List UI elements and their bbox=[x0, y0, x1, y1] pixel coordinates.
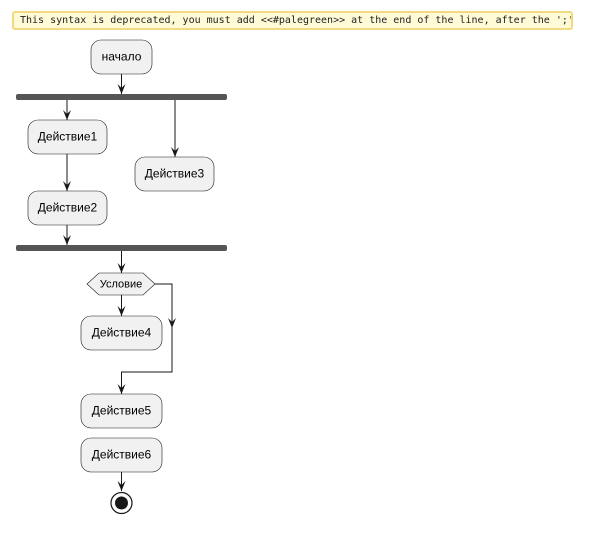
node-action1-label: Действие1 bbox=[38, 130, 98, 144]
node-start-label: начало bbox=[102, 50, 142, 64]
node-action5-label: Действие5 bbox=[92, 404, 152, 418]
join-bar bbox=[16, 245, 227, 251]
decision-condition[interactable]: Условие bbox=[86, 272, 156, 296]
end-node bbox=[110, 491, 133, 515]
node-action1[interactable]: Действие1 bbox=[27, 119, 108, 155]
node-action4-label: Действие4 bbox=[92, 326, 152, 340]
node-action5[interactable]: Действие5 bbox=[80, 393, 163, 429]
node-action3[interactable]: Действие3 bbox=[134, 156, 215, 192]
edge-condition-else bbox=[121, 283, 173, 394]
arrowhead bbox=[63, 110, 71, 120]
node-action2[interactable]: Действие2 bbox=[27, 190, 108, 226]
arrowhead bbox=[168, 318, 176, 328]
node-action2-label: Действие2 bbox=[38, 201, 98, 215]
arrowhead bbox=[171, 147, 179, 157]
fork-bar bbox=[16, 94, 227, 100]
decision-condition-label: Условие bbox=[100, 278, 143, 290]
node-action4[interactable]: Действие4 bbox=[80, 315, 163, 351]
arrowhead bbox=[117, 306, 126, 316]
deprecation-warning: This syntax is deprecated, you must add … bbox=[12, 11, 573, 30]
node-action3-label: Действие3 bbox=[145, 167, 205, 181]
arrowhead bbox=[63, 181, 71, 191]
arrowhead bbox=[117, 263, 126, 273]
arrowhead bbox=[117, 481, 126, 491]
arrowhead bbox=[117, 384, 126, 394]
arrowhead bbox=[117, 84, 126, 94]
node-start[interactable]: начало bbox=[90, 39, 153, 75]
node-action6[interactable]: Действие6 bbox=[80, 437, 163, 473]
node-action6-label: Действие6 bbox=[92, 448, 152, 462]
arrowhead bbox=[63, 235, 71, 245]
